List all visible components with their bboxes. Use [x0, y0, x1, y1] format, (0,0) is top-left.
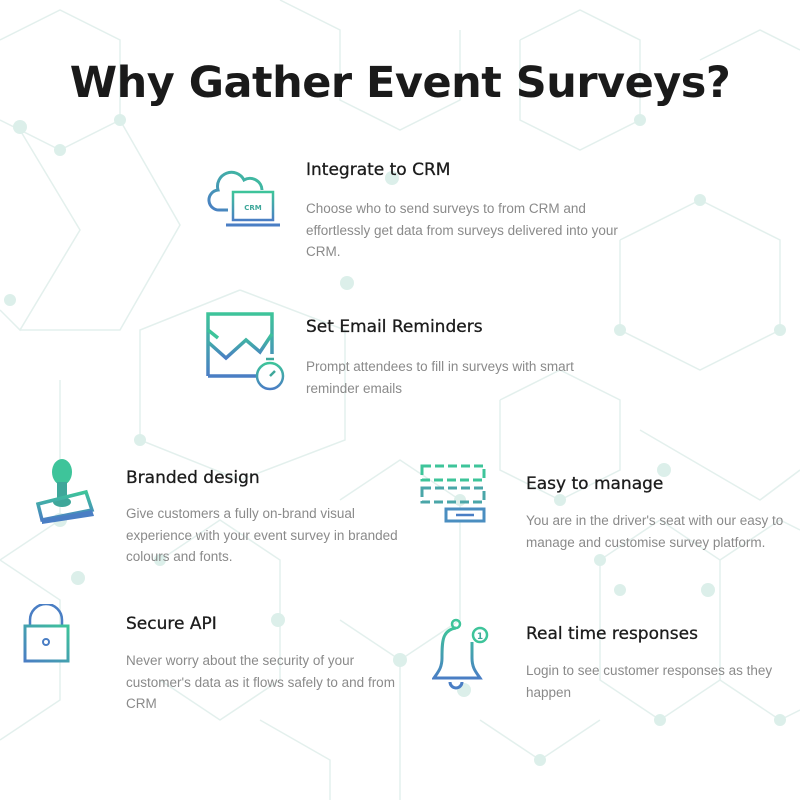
svg-text:1: 1: [477, 632, 483, 642]
padlock-icon: [23, 604, 70, 663]
form-fields-icon: [420, 464, 486, 523]
feature-description: Give customers a fully on-brand visual e…: [126, 506, 398, 564]
feature-title: Branded design: [126, 468, 260, 488]
feature-title: Set Email Reminders: [306, 317, 483, 337]
feature-real-time-responses: 1 Real time responses Login to see custo…: [430, 618, 800, 708]
feature-title: Secure API: [126, 614, 217, 634]
cloud-crm-laptop-icon: CRM: [207, 170, 280, 227]
feature-email-reminders: Set Email Reminders Prompt attendees to …: [206, 312, 626, 402]
feature-branded-design: Branded design Give customers a fully on…: [30, 458, 410, 568]
feature-description: Login to see customer responses as they …: [526, 663, 773, 700]
page-title: Why Gather Event Surveys?: [69, 58, 731, 108]
bell-notification-icon: 1: [432, 618, 489, 690]
feature-description: You are in the driver's seat with our ea…: [526, 513, 784, 550]
feature-description: Prompt attendees to fill in surveys with…: [306, 359, 574, 396]
feature-title: Real time responses: [526, 624, 698, 644]
feature-description: Never worry about the security of your c…: [126, 653, 395, 711]
feature-integrate-crm: CRM Integrate to CRM Choose who to send …: [206, 160, 618, 260]
svg-text:CRM: CRM: [244, 204, 262, 212]
feature-description: Choose who to send surveys to from CRM a…: [306, 201, 618, 259]
feature-secure-api: Secure API Never worry about the securit…: [22, 604, 402, 714]
envelope-stopwatch-icon: [206, 312, 285, 391]
feature-title: Easy to manage: [526, 474, 664, 494]
feature-title: Integrate to CRM: [306, 160, 451, 180]
feature-easy-to-manage: Easy to manage You are in the driver's s…: [420, 464, 800, 564]
stamp-icon: [35, 459, 95, 524]
